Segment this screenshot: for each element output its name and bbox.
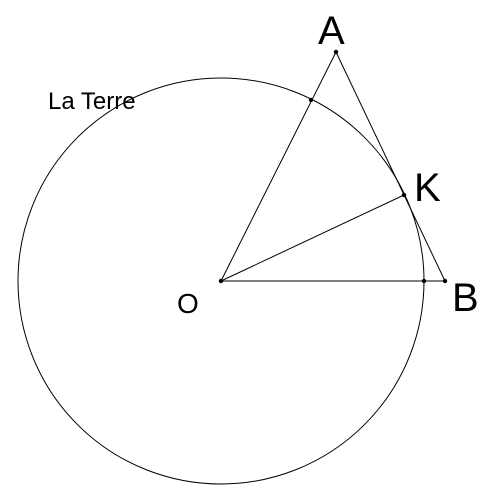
point-oa-circle-intersection xyxy=(308,97,314,103)
earth-label: La Terre xyxy=(48,88,136,115)
tangent-point-label: K xyxy=(414,166,441,210)
point-ob-circle-intersection xyxy=(421,278,427,284)
point-b xyxy=(442,278,448,284)
segment-ab xyxy=(335,51,446,282)
base-point-label: B xyxy=(452,276,479,320)
segment-oa xyxy=(220,51,337,282)
apex-label: A xyxy=(318,9,345,53)
point-a xyxy=(333,49,339,55)
point-k xyxy=(401,192,407,198)
segment-ok xyxy=(220,194,405,282)
center-label: O xyxy=(177,288,199,319)
point-o xyxy=(218,278,224,284)
